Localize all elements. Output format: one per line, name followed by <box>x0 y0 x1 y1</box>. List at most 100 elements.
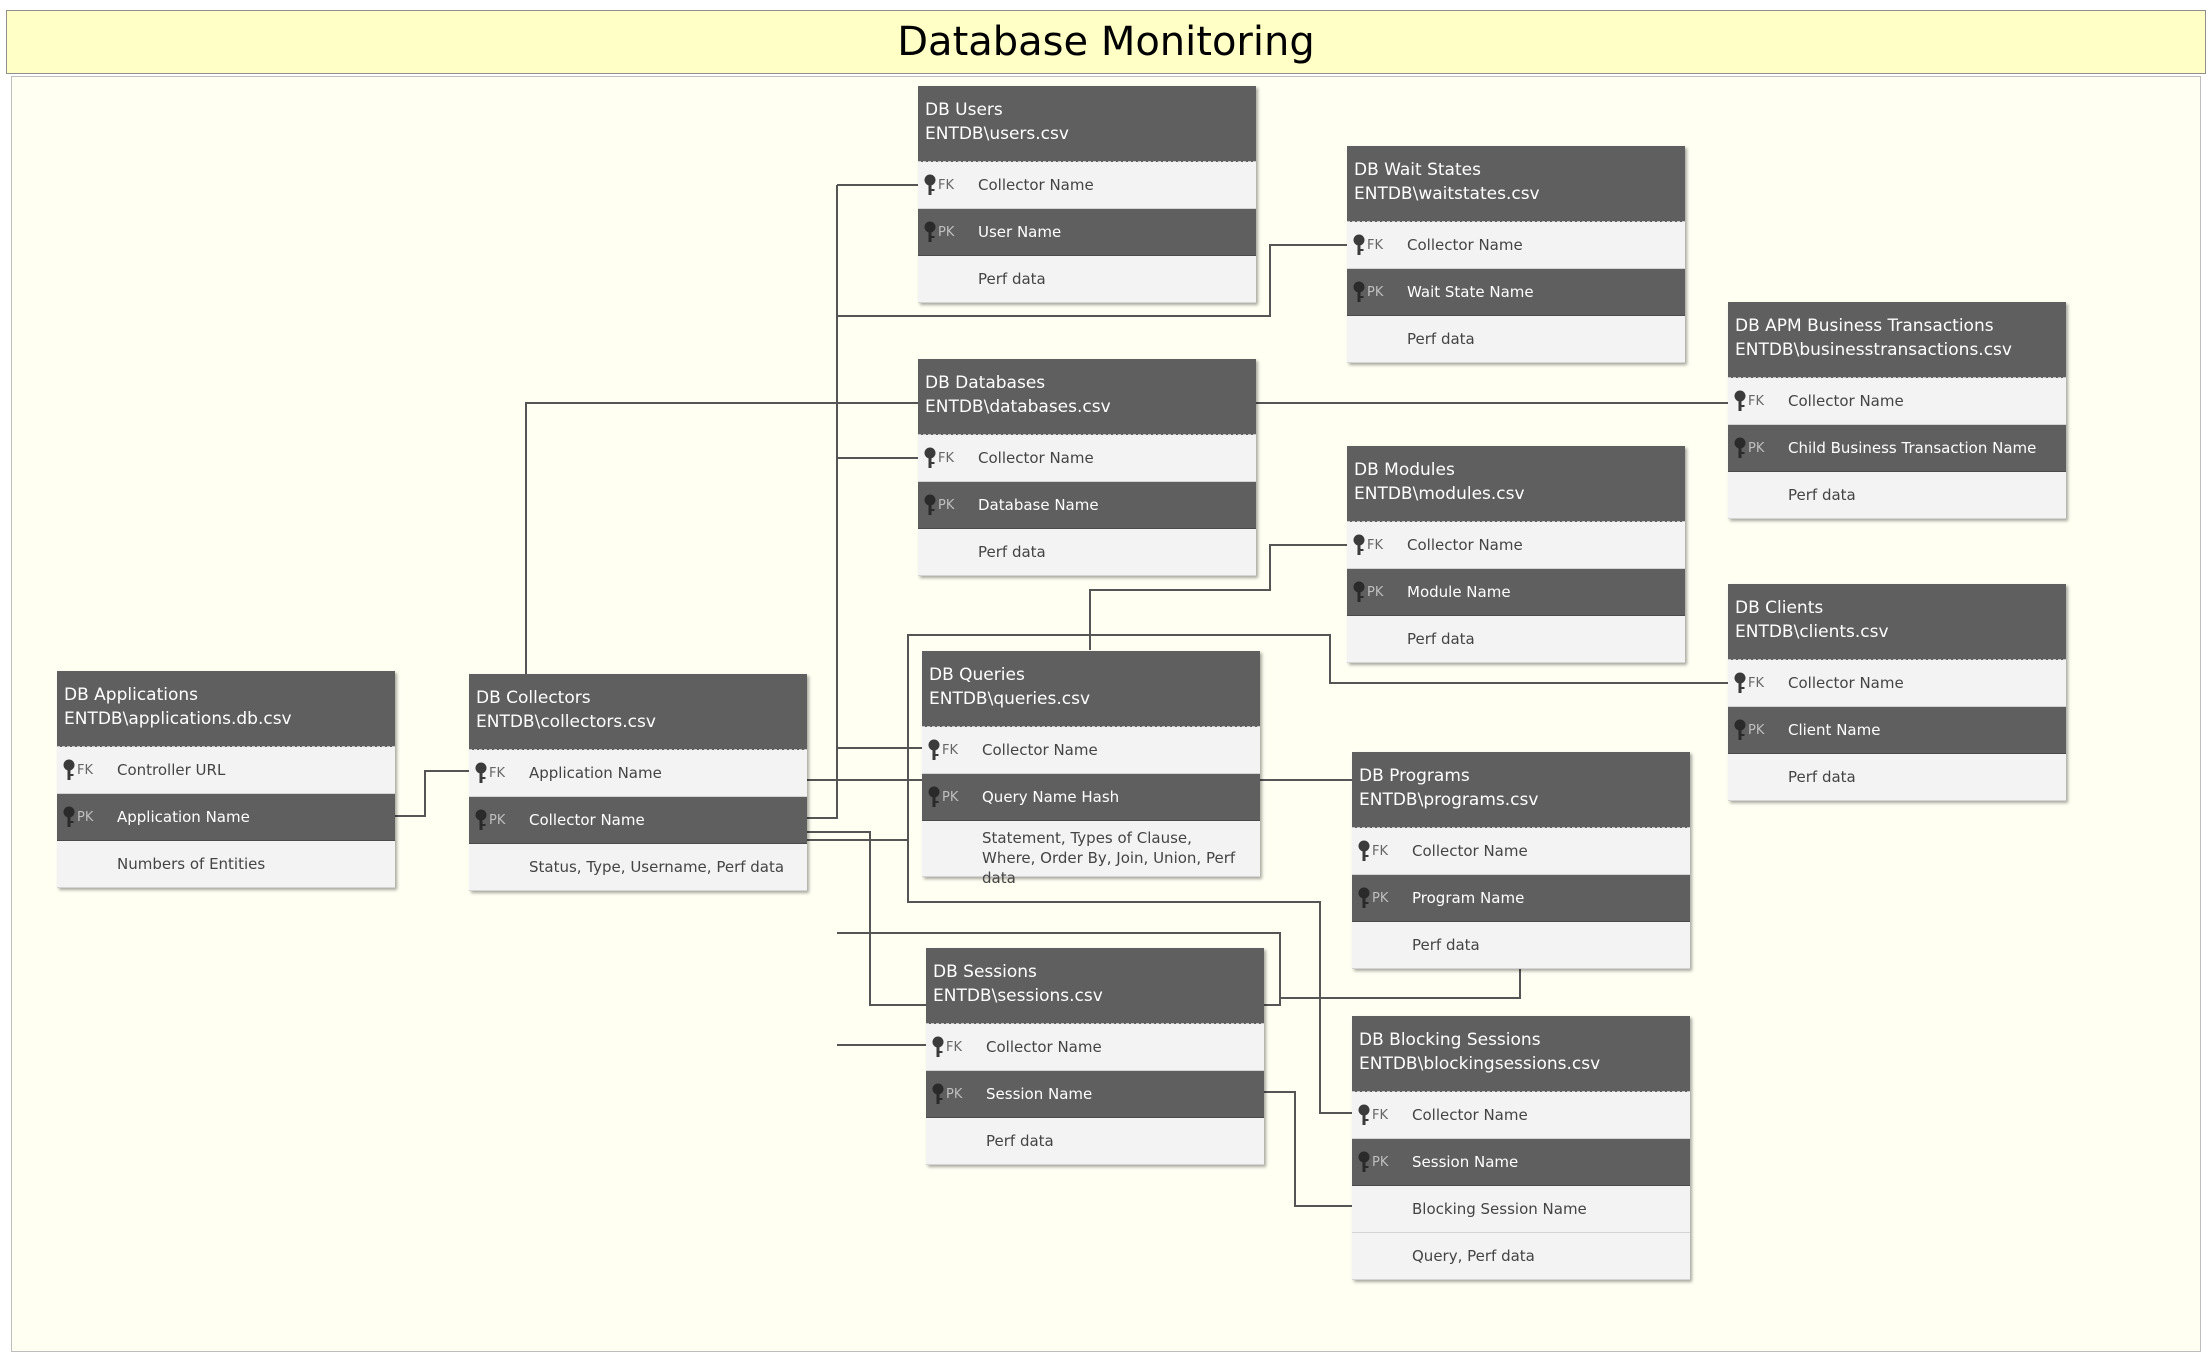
field-label: Application Name <box>117 808 250 826</box>
key-icon: PK <box>1357 887 1389 909</box>
field-label: Collector Name <box>1788 674 1904 692</box>
field-row[interactable]: FK Collector Name <box>1347 222 1685 269</box>
entity-name: DB Wait States <box>1354 160 1481 180</box>
key-icon: FK <box>62 759 94 781</box>
key-icon: FK <box>1733 390 1765 412</box>
entity-file: ENTDB\programs.csv <box>1359 790 1539 810</box>
field-label: Perf data <box>986 1132 1054 1150</box>
field-label: Controller URL <box>117 761 226 779</box>
entity-header: DB Collectors ENTDB\collectors.csv <box>469 674 807 750</box>
key-icon: FK <box>923 174 955 196</box>
field-row[interactable]: Perf data <box>1347 616 1685 663</box>
field-label: Perf data <box>1412 936 1480 954</box>
field-row[interactable]: Perf data <box>1352 922 1690 969</box>
key-icon: PK <box>62 806 94 828</box>
field-row[interactable]: FK Collector Name <box>1728 660 2066 707</box>
field-row[interactable]: Perf data <box>918 529 1256 576</box>
key-icon: PK <box>931 1083 963 1105</box>
field-row[interactable]: PK Module Name <box>1347 569 1685 616</box>
field-row[interactable]: FK Collector Name <box>918 162 1256 209</box>
entity-clients[interactable]: DB Clients ENTDB\clients.csv FK Collecto… <box>1728 584 2066 801</box>
field-row[interactable]: Statement, Types of Clause, Where, Order… <box>922 821 1260 887</box>
entity-modules[interactable]: DB Modules ENTDB\modules.csv FK Collecto… <box>1347 446 1685 663</box>
field-row[interactable]: Perf data <box>1728 754 2066 801</box>
field-label: Query Name Hash <box>982 788 1120 806</box>
field-row[interactable]: PK Session Name <box>1352 1139 1690 1186</box>
field-row[interactable]: FK Collector Name <box>1347 522 1685 569</box>
field-label: Collector Name <box>978 449 1094 467</box>
entity-header: DB Modules ENTDB\modules.csv <box>1347 446 1685 522</box>
key-icon: PK <box>927 786 959 808</box>
field-label: Perf data <box>978 270 1046 288</box>
key-icon: PK <box>1733 719 1765 741</box>
entity-header: DB Databases ENTDB\databases.csv <box>918 359 1256 435</box>
field-row[interactable]: FK Collector Name <box>922 727 1260 774</box>
key-icon: FK <box>474 762 506 784</box>
field-row[interactable]: PK Program Name <box>1352 875 1690 922</box>
entity-queries[interactable]: DB Queries ENTDB\queries.csv FK Collecto… <box>922 651 1260 887</box>
field-row[interactable]: Query, Perf data <box>1352 1233 1690 1280</box>
entity-sessions[interactable]: DB Sessions ENTDB\sessions.csv FK Collec… <box>926 948 1264 1165</box>
field-row[interactable]: FK Controller URL <box>57 747 395 794</box>
key-icon: FK <box>1733 672 1765 694</box>
entity-name: DB Clients <box>1735 598 1824 618</box>
field-label: Perf data <box>1407 630 1475 648</box>
key-icon: FK <box>1352 534 1384 556</box>
field-label: Collector Name <box>978 176 1094 194</box>
field-row[interactable]: PK User Name <box>918 209 1256 256</box>
field-row[interactable]: FK Application Name <box>469 750 807 797</box>
field-row[interactable]: Numbers of Entities <box>57 841 395 888</box>
entity-file: ENTDB\blockingsessions.csv <box>1359 1054 1601 1074</box>
field-row[interactable]: Perf data <box>926 1118 1264 1165</box>
diagram-title: Database Monitoring <box>897 19 1315 65</box>
field-label: Status, Type, Username, Perf data <box>529 858 785 876</box>
entity-apm-business-transactions[interactable]: DB APM Business Transactions ENTDB\busin… <box>1728 302 2066 519</box>
field-row[interactable]: PK Session Name <box>926 1071 1264 1118</box>
entity-name: DB Sessions <box>933 962 1037 982</box>
entity-name: DB APM Business Transactions <box>1735 316 1994 336</box>
entity-header: DB Clients ENTDB\clients.csv <box>1728 584 2066 660</box>
entity-applications[interactable]: DB Applications ENTDB\applications.db.cs… <box>57 671 395 888</box>
field-label: Collector Name <box>982 741 1098 759</box>
field-row[interactable]: FK Collector Name <box>918 435 1256 482</box>
entity-name: DB Collectors <box>476 688 591 708</box>
key-icon: PK <box>1352 581 1384 603</box>
field-label: Collector Name <box>1407 536 1523 554</box>
entity-programs[interactable]: DB Programs ENTDB\programs.csv FK Collec… <box>1352 752 1690 969</box>
entity-name: DB Modules <box>1354 460 1455 480</box>
field-label: Program Name <box>1412 889 1525 907</box>
field-row[interactable]: PK Database Name <box>918 482 1256 529</box>
field-row[interactable]: PK Child Business Transaction Name <box>1728 425 2066 472</box>
field-row[interactable]: FK Collector Name <box>1352 1092 1690 1139</box>
entity-header: DB Programs ENTDB\programs.csv <box>1352 752 1690 828</box>
field-row[interactable]: PK Collector Name <box>469 797 807 844</box>
key-icon: FK <box>1357 1104 1389 1126</box>
key-icon: PK <box>1357 1151 1389 1173</box>
entity-file: ENTDB\queries.csv <box>929 689 1091 709</box>
field-row[interactable]: Status, Type, Username, Perf data <box>469 844 807 891</box>
field-label: Statement, Types of Clause, Where, Order… <box>982 829 1236 887</box>
field-row[interactable]: PK Application Name <box>57 794 395 841</box>
entity-header: DB Users ENTDB\users.csv <box>918 86 1256 162</box>
field-row[interactable]: PK Query Name Hash <box>922 774 1260 821</box>
field-label: Perf data <box>1788 486 1856 504</box>
entity-name: DB Queries <box>929 665 1025 685</box>
entity-header: DB APM Business Transactions ENTDB\busin… <box>1728 302 2066 378</box>
field-row[interactable]: FK Collector Name <box>1352 828 1690 875</box>
entity-header: DB Blocking Sessions ENTDB\blockingsessi… <box>1352 1016 1690 1092</box>
field-row[interactable]: Perf data <box>918 256 1256 303</box>
field-row[interactable]: Perf data <box>1347 316 1685 363</box>
field-row[interactable]: Blocking Session Name <box>1352 1186 1690 1233</box>
entity-waitstates[interactable]: DB Wait States ENTDB\waitstates.csv FK C… <box>1347 146 1685 363</box>
field-row[interactable]: FK Collector Name <box>926 1024 1264 1071</box>
field-label: Perf data <box>1788 768 1856 786</box>
field-row[interactable]: PK Wait State Name <box>1347 269 1685 316</box>
entity-collectors[interactable]: DB Collectors ENTDB\collectors.csv FK Ap… <box>469 674 807 891</box>
entity-databases[interactable]: DB Databases ENTDB\databases.csv FK Coll… <box>918 359 1256 576</box>
field-row[interactable]: Perf data <box>1728 472 2066 519</box>
entity-users[interactable]: DB Users ENTDB\users.csv FK Collector Na… <box>918 86 1256 303</box>
field-label: Query, Perf data <box>1412 1247 1535 1265</box>
field-row[interactable]: PK Client Name <box>1728 707 2066 754</box>
entity-blocking-sessions[interactable]: DB Blocking Sessions ENTDB\blockingsessi… <box>1352 1016 1690 1280</box>
field-row[interactable]: FK Collector Name <box>1728 378 2066 425</box>
